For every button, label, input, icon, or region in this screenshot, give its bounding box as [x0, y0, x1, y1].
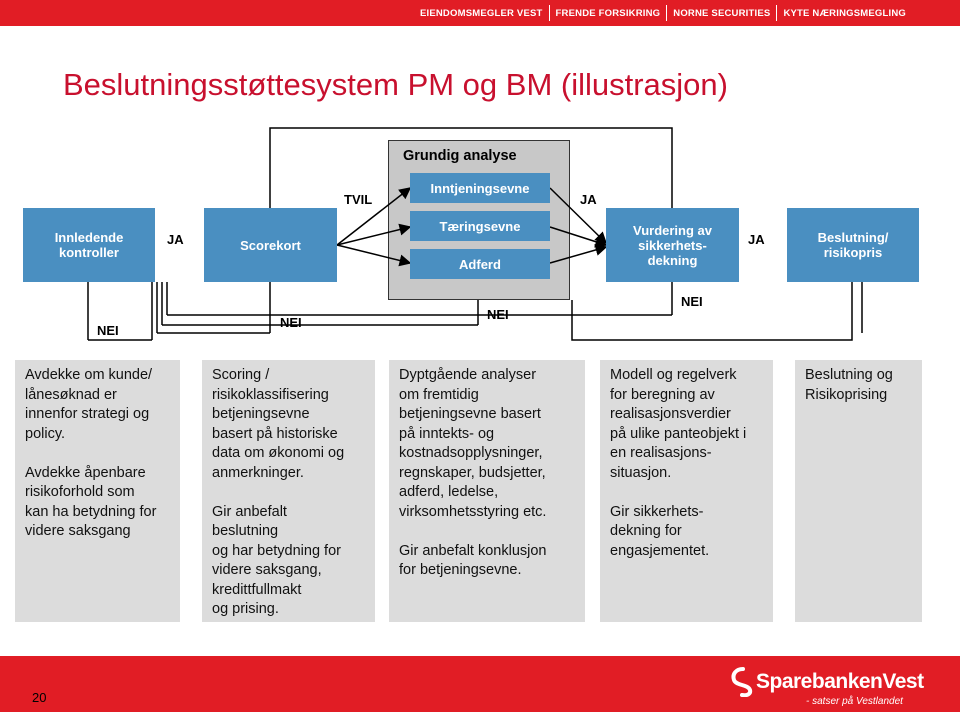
arrow-adferd-to-vurdering: [549, 244, 608, 264]
nav-item-norne[interactable]: NORNE SECURITIES: [673, 7, 771, 19]
beslutning-line: [571, 282, 853, 341]
column-paragraph: Gir anbefalt konklusjon for betjeningsev…: [399, 542, 547, 579]
logo-text: SparebankenVest: [756, 670, 924, 693]
arrow-taering-to-vurdering: [549, 226, 608, 248]
beslutning-box: Beslutning/ risikopris: [787, 208, 919, 282]
nei-label: NEI: [487, 307, 509, 322]
arrow-inntjening-to-vurdering: [549, 187, 608, 245]
innledende-kontroller-box: Innledende kontroller: [23, 208, 155, 282]
arrow-to-inntjening: [336, 187, 412, 246]
nei-label: NEI: [280, 315, 302, 330]
top-loop-line: [269, 127, 673, 208]
tvil-label: TVIL: [344, 192, 373, 207]
bottom-bar: [0, 656, 960, 712]
nav-separator: [548, 5, 550, 21]
slide-number: 20: [32, 690, 47, 705]
column-paragraph: Modell og regelverk for beregning av rea…: [610, 367, 747, 481]
column-paragraph: Avdekke om kunde/ lånesøknad er innenfor…: [25, 367, 153, 442]
nav-item-kyte[interactable]: KYTE NÆRINGSMEGLING: [783, 7, 906, 19]
column-paragraph: Avdekke åpenbare risikoforhold som kan h…: [25, 464, 157, 540]
logo-slogan: - satser på Vestlandet: [806, 696, 903, 707]
vurdering-box: Vurdering av sikkerhets-dekning: [606, 208, 739, 282]
logo-mark-icon: [731, 667, 753, 697]
description-column-grundig: Dyptgående analyser om fremtidig betjeni…: [389, 360, 585, 622]
scorekort-box: Scorekort: [204, 208, 337, 282]
nav-item-eiendomsmegler[interactable]: EIENDOMSMEGLER VEST: [419, 7, 543, 19]
partner-nav: EIENDOMSMEGLER VEST FRENDE FORSIKRING NO…: [414, 0, 912, 26]
taeringsevne-box: Tæringsevne: [410, 211, 550, 241]
nei-label: NEI: [681, 294, 703, 309]
ja-label: JA: [580, 192, 597, 207]
nav-separator: [776, 5, 778, 21]
ja-label: JA: [167, 232, 184, 247]
column-paragraph: Beslutning og Risikoprising: [805, 367, 893, 403]
description-column-vurdering: Modell og regelverk for beregning av rea…: [600, 360, 773, 622]
description-column-innledende: Avdekke om kunde/ lånesøknad er innenfor…: [15, 360, 180, 622]
arrow-to-taering: [336, 223, 412, 246]
nav-item-frende[interactable]: FRENDE FORSIKRING: [555, 7, 661, 19]
sparebanken-logo: SparebankenVest: [730, 667, 924, 697]
description-column-beslutning: Beslutning og Risikoprising: [795, 360, 922, 622]
column-paragraph: Dyptgående analyser om fremtidig betjeni…: [399, 367, 547, 520]
nav-separator: [666, 5, 668, 21]
column-paragraph: Scoring / risikoklassifisering betjening…: [212, 367, 345, 481]
nei-label: NEI: [97, 323, 119, 338]
column-paragraph: Gir anbefalt beslutning og har betydning…: [212, 503, 341, 618]
top-bar: EIENDOMSMEGLER VEST FRENDE FORSIKRING NO…: [0, 0, 960, 26]
page-title: Beslutningsstøttesystem PM og BM (illust…: [63, 67, 728, 102]
column-paragraph: Gir sikkerhets- dekning for engasjemente…: [610, 503, 710, 559]
inntjeningsevne-box: Inntjeningsevne: [410, 173, 550, 203]
ja-label: JA: [748, 232, 765, 247]
grundig-analyse-label: Grundig analyse: [403, 148, 517, 164]
arrow-to-adferd: [336, 244, 412, 267]
adferd-box: Adferd: [410, 249, 550, 279]
description-column-scorekort: Scoring / risikoklassifisering betjening…: [202, 360, 375, 622]
